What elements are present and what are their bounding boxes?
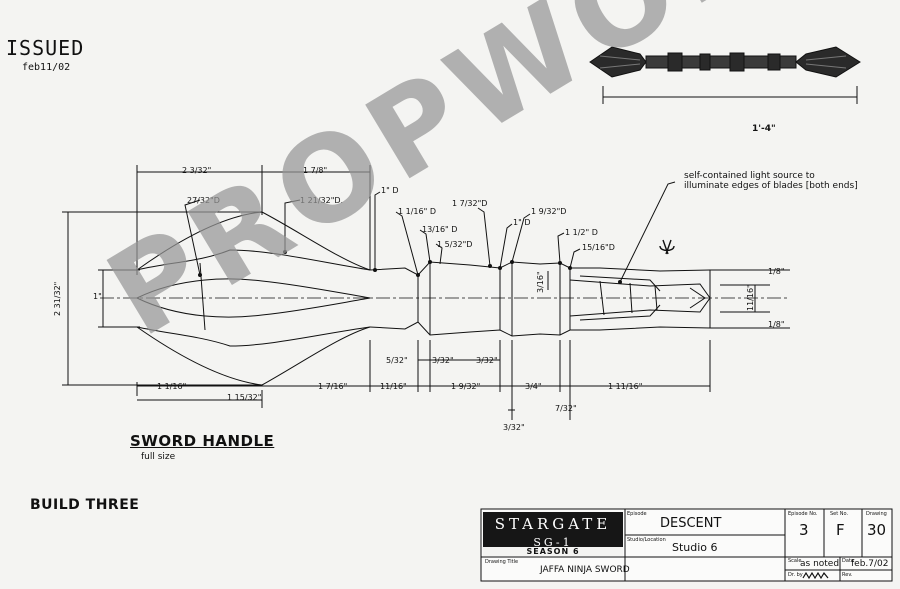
- drawing-subtitle: full size: [141, 452, 176, 462]
- sword-render-thumbnail: [589, 46, 861, 104]
- rev-label: Rev.: [842, 572, 853, 578]
- dim-1-15-32: 1 15/32": [227, 393, 262, 402]
- episode-label: Episode: [627, 511, 647, 517]
- dim-1-1-16-d: 1 1/16" D: [398, 207, 436, 216]
- dim-1-11-16: 1 11/16": [608, 382, 643, 391]
- dim-3-16: 3/16": [536, 271, 545, 293]
- drawn-by-label: Dr. by: [788, 572, 803, 578]
- dim-1-9-32-d: 1 9/32"D: [531, 207, 567, 216]
- drawing-title-value: JAFFA NINJA SWORD: [540, 565, 630, 575]
- studio-label: Studio/Location: [627, 537, 666, 543]
- dim-1-9-32: 1 9/32": [451, 382, 481, 391]
- issued-stamp: ISSUED: [6, 36, 85, 60]
- dim-1-7-16: 1 7/16": [318, 382, 348, 391]
- issued-date: feb11/02: [22, 62, 71, 73]
- set-no-label: Set No.: [830, 511, 849, 517]
- dim-11-16: 11/16": [746, 284, 755, 311]
- dim-1-1-16: 1 1/16": [157, 382, 187, 391]
- studio-value: Studio 6: [672, 541, 718, 554]
- logo-subtitle: SG-1: [533, 536, 573, 549]
- drawing-title-label: Drawing Title: [485, 559, 519, 565]
- episode-no-label: Episode No.: [788, 511, 818, 517]
- overall-length-dimension: 1'-4": [752, 124, 776, 134]
- dim-1-21-32-d: 1 21/32"D.: [300, 196, 344, 205]
- handle-outline: [369, 261, 790, 337]
- light-source-note: self-contained light source to illuminat…: [684, 171, 858, 191]
- date-value: feb.7/02: [851, 559, 889, 569]
- dim-1-7-32-d: 1 7/32"D: [452, 199, 488, 208]
- logo-title: STARGATE: [494, 515, 612, 533]
- dim-11-16-bottom: 11/16": [380, 382, 407, 391]
- dim-5-32: 5/32": [386, 356, 408, 365]
- blade-outline: [136, 211, 371, 386]
- dim-13-16-d: 13/16" D: [422, 225, 458, 234]
- drawing-title: SWORD HANDLE: [130, 432, 275, 450]
- build-label: BUILD THREE: [30, 497, 140, 513]
- dim-27-32-d: 27/32"D: [187, 196, 220, 205]
- drafter-signature: [802, 571, 829, 580]
- dim-15-16-d: 15/16"D: [582, 243, 615, 252]
- dim-2-31-32: 2 31/32": [53, 281, 62, 316]
- dim-1-d-a: 1" D: [381, 186, 399, 195]
- dim-7-32: 7/32": [555, 404, 577, 413]
- dim-1-8-bottom: 1/8": [768, 320, 785, 329]
- date-label: Date: [842, 558, 854, 564]
- dim-1-d-b: 1" D: [513, 218, 531, 227]
- drawing-no-label: Drawing: [866, 511, 887, 517]
- scale-value: as noted: [800, 559, 840, 569]
- episode-no-value: 3: [799, 521, 809, 539]
- dim-1-7-8: 1 7/8": [303, 166, 328, 175]
- episode-value: DESCENT: [660, 516, 722, 531]
- dim-3-4: 3/4": [525, 382, 542, 391]
- dim-1-1-2-d: 1 1/2" D: [565, 228, 598, 237]
- dim-1: 1": [93, 292, 102, 301]
- dim-3-32-b: 3/32": [476, 356, 498, 365]
- dim-1-5-32-d: 1 5/32"D: [437, 240, 473, 249]
- dim-3-32-a: 3/32": [432, 356, 454, 365]
- dim-1-8-top: 1/8": [768, 267, 785, 276]
- drawing-no-value: 30: [867, 521, 887, 539]
- season-label: SEASON 6: [483, 547, 623, 556]
- dim-2-3-32: 2 3/32": [182, 166, 212, 175]
- set-no-value: F: [836, 521, 845, 539]
- dim-3-32-bottom: 3/32": [503, 423, 525, 432]
- scale-label: Scale: [788, 558, 802, 564]
